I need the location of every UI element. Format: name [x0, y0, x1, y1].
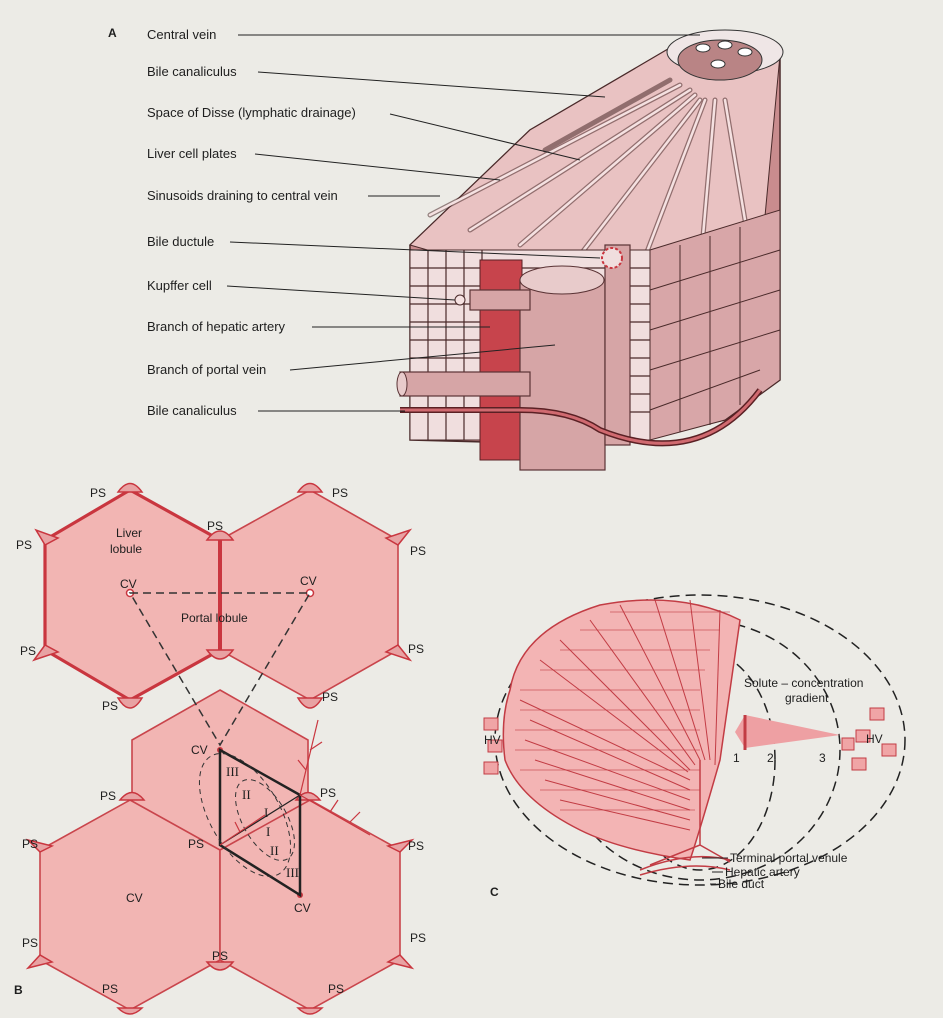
acinus-zone-3-upper: III — [226, 764, 239, 779]
label-sinusoids: Sinusoids draining to central vein — [147, 188, 338, 203]
label-bile-canaliculus-bottom: Bile canaliculus — [147, 403, 237, 418]
label-bile-canaliculus-top: Bile canaliculus — [147, 64, 237, 79]
panel-a: A — [108, 26, 784, 471]
ps-label: PS — [22, 936, 38, 950]
label-liver-cell-plates: Liver cell plates — [147, 146, 237, 161]
acinus-zone-1-lower: I — [266, 824, 270, 839]
ps-label: PS — [332, 486, 348, 500]
hv-label-right: HV — [866, 732, 883, 746]
ps-label: PS — [90, 486, 106, 500]
ps-label: PS — [408, 642, 424, 656]
panel-b: PS PS PS PS PS PS PS PS PS PS PS PS PS P… — [14, 482, 426, 1015]
concentration-gradient-wedge — [735, 715, 840, 748]
ps-label: PS — [188, 837, 204, 851]
portal-lobule-label: Portal lobule — [181, 611, 248, 625]
panel-a-letter: A — [108, 26, 117, 40]
ps-label: PS — [320, 786, 336, 800]
acinus-zone-2-upper: II — [242, 787, 251, 802]
ps-label: PS — [408, 839, 424, 853]
hv-label-left: HV — [484, 733, 501, 747]
ps-label: PS — [322, 690, 338, 704]
label-central-vein: Central vein — [147, 27, 216, 42]
ps-label: PS — [212, 949, 228, 963]
acinus-zone-2-lower: II — [270, 843, 279, 858]
ps-label: PS — [100, 789, 116, 803]
panel-b-letter: B — [14, 983, 23, 997]
zone-1-label: 1 — [733, 751, 740, 765]
ps-label: PS — [22, 837, 38, 851]
portal-triads — [25, 482, 415, 1015]
ps-label: PS — [16, 538, 32, 552]
acinus-zone-1-upper: I — [264, 805, 268, 820]
cv-label: CV — [191, 743, 208, 757]
cv-label: CV — [294, 901, 311, 915]
cv-label: CV — [126, 891, 143, 905]
label-bile-duct: Bile duct — [718, 877, 765, 891]
liver-lobule-label-line2: lobule — [110, 542, 142, 556]
panel-c: HV HV Solute – concentration gradient 1 … — [483, 594, 906, 899]
label-hepatic-artery: Hepatic artery — [725, 865, 800, 879]
label-portal-vein-branch: Branch of portal vein — [147, 362, 266, 377]
cv-label: CV — [300, 574, 317, 588]
label-space-of-disse: Space of Disse (lymphatic drainage) — [147, 105, 356, 120]
ps-label: PS — [102, 982, 118, 996]
liver-lobule-label-line1: Liver — [116, 526, 142, 540]
gradient-label-line1: Solute – concentration — [744, 676, 863, 690]
hepatocyte-cords — [483, 599, 897, 861]
label-kupffer-cell: Kupffer cell — [147, 278, 212, 293]
label-terminal-portal-venule: Terminal portal venule — [730, 851, 848, 865]
zone-2-label: 2 — [767, 751, 774, 765]
ps-label: PS — [207, 519, 223, 533]
zone-3-label: 3 — [819, 751, 826, 765]
label-hepatic-artery-branch: Branch of hepatic artery — [147, 319, 286, 334]
ps-label: PS — [20, 644, 36, 658]
ps-label: PS — [102, 699, 118, 713]
panel-c-letter: C — [490, 885, 499, 899]
acinus-zone-3-lower: III — [286, 865, 299, 880]
ps-label: PS — [410, 544, 426, 558]
ps-label: PS — [328, 982, 344, 996]
ps-label: PS — [410, 931, 426, 945]
gradient-label-line2: gradient — [785, 691, 829, 705]
cv-label: CV — [120, 577, 137, 591]
label-bile-ductule: Bile ductule — [147, 234, 214, 249]
